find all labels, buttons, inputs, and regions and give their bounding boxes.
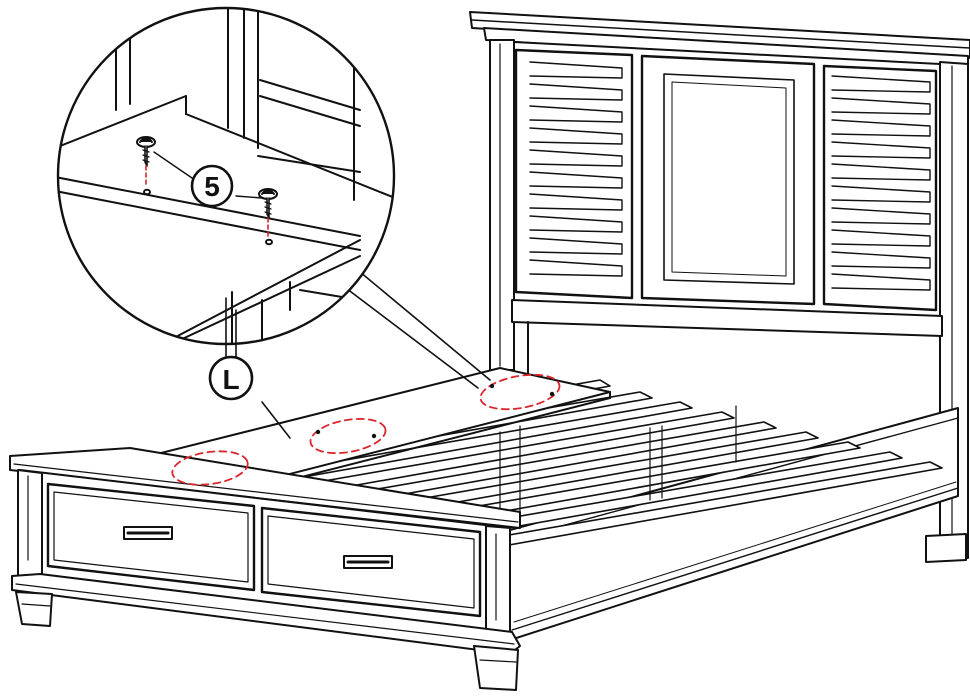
callout-pointer-lines [261,261,491,439]
foot-left [15,591,53,627]
screw-area-3 [479,373,561,411]
callout-L-label: L [222,364,239,395]
louvres-left [529,61,623,277]
callout-5-label: 5 [204,171,220,202]
screw-dots [315,383,555,439]
screw-area-1 [171,450,249,486]
pilot-hole-icon [143,188,151,196]
footboard [9,447,967,691]
pilot-hole-icon [265,238,273,246]
screw-icon [136,136,156,196]
callout-L: L [208,297,254,401]
foot-right [473,645,519,691]
screw-location-highlights [171,373,561,486]
callout-5: 5 [190,164,234,208]
screw-area-2 [309,418,387,454]
drawer-right [260,506,482,618]
louvres-right [831,75,931,291]
drawer-left [46,482,256,592]
screw-icon [258,188,278,246]
